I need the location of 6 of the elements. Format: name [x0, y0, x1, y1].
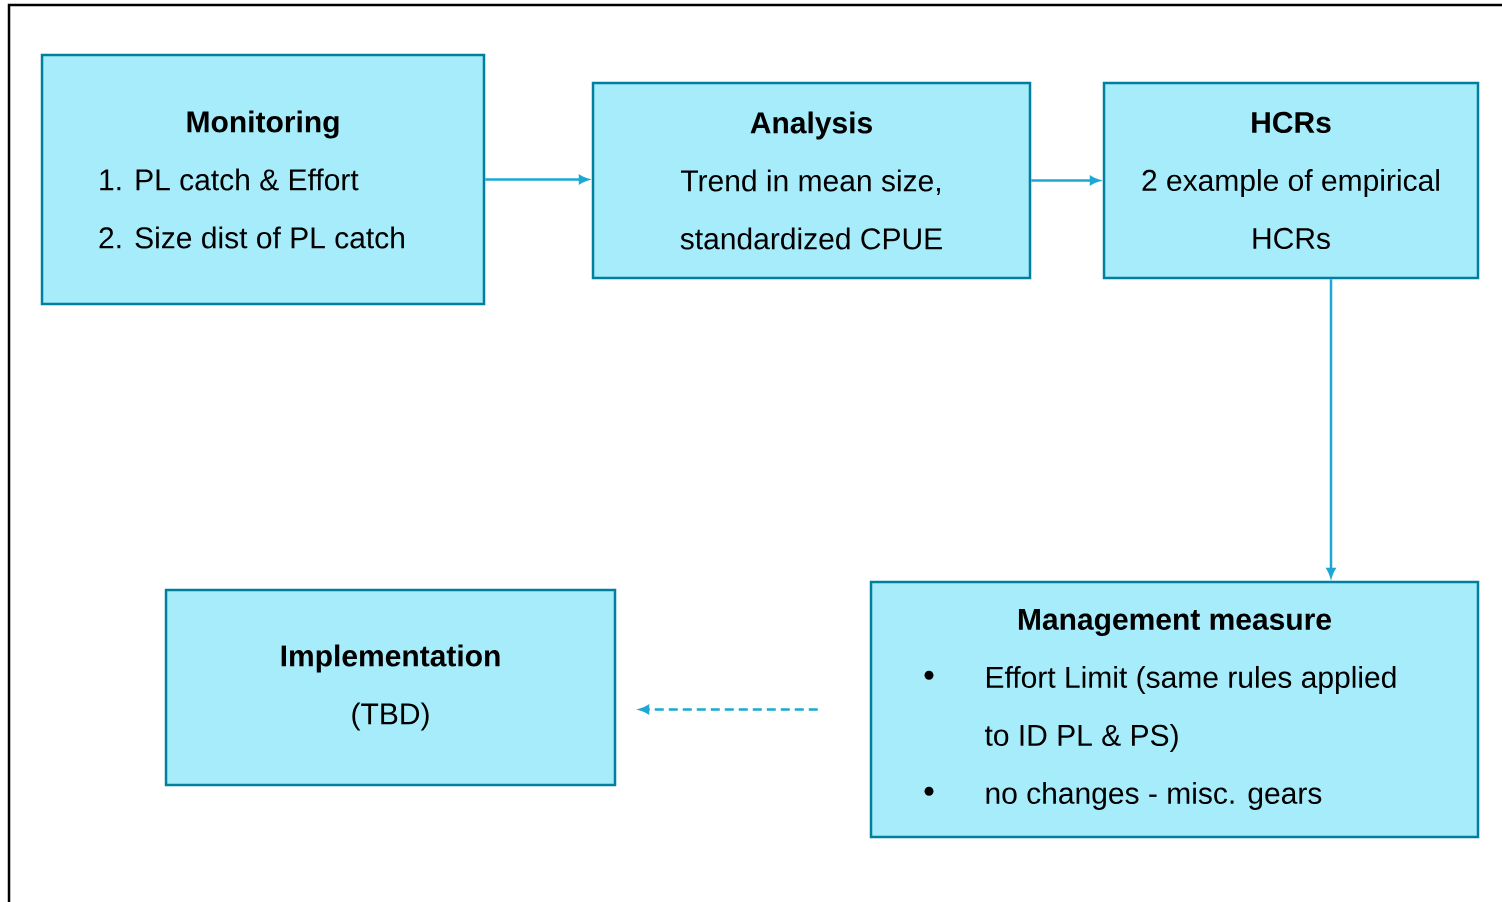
process-box: Monitoring 1. PL catch & Effort 2. Size dist of PL catch [40, 53, 486, 306]
arrow [1326, 279, 1336, 578]
process-box: HCRs 2 example of empirical HCRs [1102, 81, 1480, 280]
process-box: Analysis Trend in mean size, standardized CPUE [591, 81, 1032, 280]
process-box: Management measure Effort Limit (same rules applied to ID PL & PS) no changes - misc. gears [869, 580, 1480, 839]
process-box: Implementation (TBD) [164, 588, 617, 787]
